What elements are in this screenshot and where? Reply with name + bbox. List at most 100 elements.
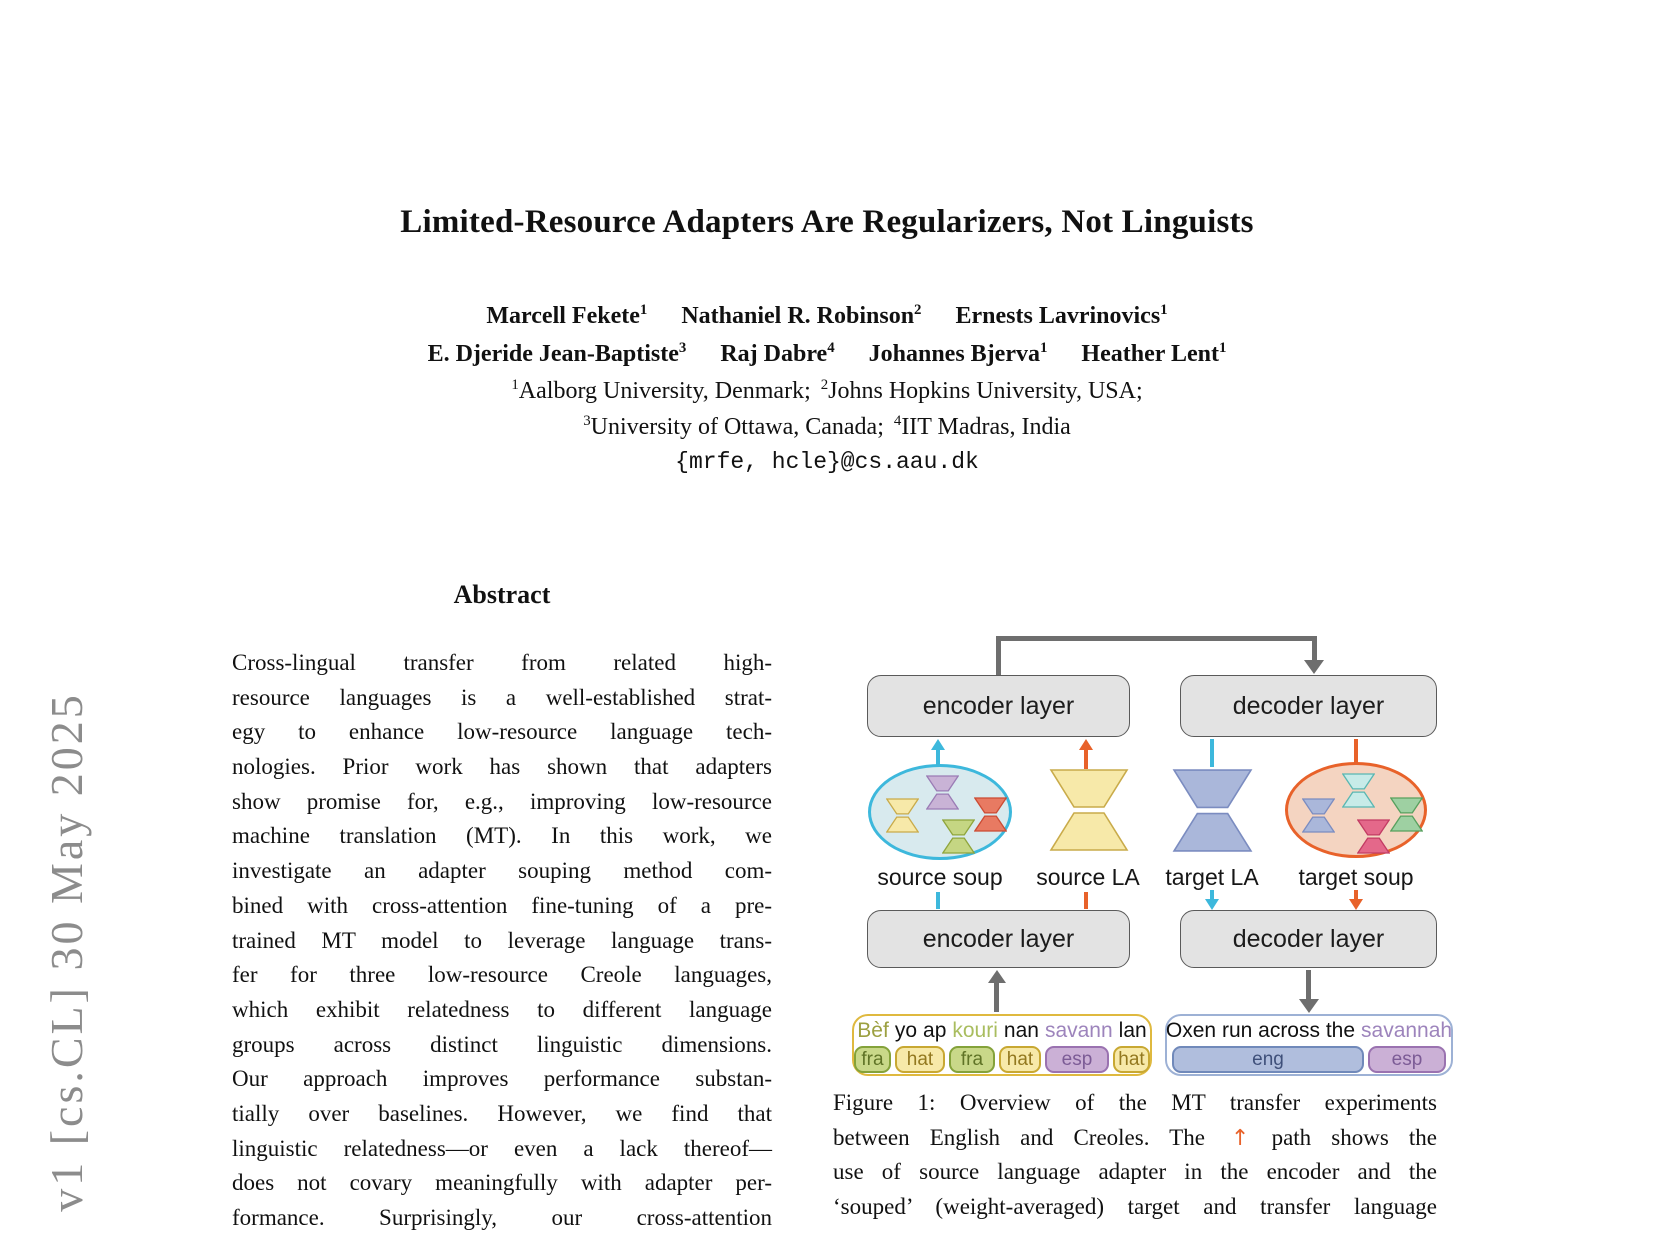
- abstract-heading: Abstract: [453, 580, 551, 609]
- word-bef: Bèf: [857, 1019, 889, 1042]
- affiliation: 4IIT Madras, India: [893, 413, 1071, 440]
- source-la-adapter-icon: [1049, 769, 1129, 851]
- abstract-line: formance. Surprisingly, our cross-attent…: [232, 1205, 772, 1230]
- word: lan: [1118, 1019, 1147, 1042]
- abstract-line: does not covary meaningfully with adapte…: [232, 1170, 772, 1196]
- author: E. Djeride Jean-Baptiste3: [427, 340, 687, 367]
- word-savannah: savannah: [1361, 1019, 1453, 1042]
- decoder-layer-box-top: decoder layer: [1180, 675, 1437, 737]
- arxiv-stamp: v1 [cs.CL] 30 May 2025: [41, 692, 92, 1212]
- arrow-up-cyan-icon: [931, 739, 945, 750]
- word-kouri: kouri: [952, 1019, 998, 1042]
- arrow-down-cyan-icon: [1210, 890, 1214, 901]
- source-language-tags: fra hat fra hat esp hat: [854, 1046, 1150, 1073]
- lang-tag-eng: eng: [1172, 1046, 1364, 1073]
- abstract-line: Our approach improves performance substa…: [232, 1066, 772, 1092]
- arrow-up-gray-icon: [994, 982, 999, 1012]
- connector-encoder-to-decoder: [996, 636, 1001, 676]
- adapter-icon: [1342, 773, 1375, 808]
- line-cyan: [1210, 739, 1214, 767]
- abstract-line: egy to enhance low-resource language tec…: [232, 719, 772, 745]
- abstract-line: linguistic relatedness—or even a lack th…: [232, 1135, 772, 1161]
- abstract-line: show promise for, e.g., improving low-re…: [232, 788, 772, 814]
- word: nan: [1003, 1019, 1039, 1042]
- line-orange: [1354, 739, 1358, 763]
- lang-tag-fra: fra: [949, 1046, 995, 1073]
- abstract-line: nologies. Prior work has shown that adap…: [232, 754, 772, 780]
- abstract-text: Cross-lingual transfer from related high…: [232, 646, 772, 1236]
- target-soup-ellipse: [1285, 762, 1427, 858]
- abstract-line: Cross-lingual transfer from related high…: [232, 650, 772, 675]
- adapter-icon: [1302, 798, 1335, 833]
- lang-tag-hat: hat: [999, 1046, 1041, 1073]
- source-sentence: Bèf yo ap kouri nan savann lan: [854, 1016, 1150, 1046]
- abstract-line: groups across distinct linguistic dimens…: [232, 1031, 772, 1057]
- line-cyan: [936, 892, 940, 909]
- affiliations-line-1: 1Aalborg University, Denmark; 2Johns Hop…: [0, 378, 1654, 405]
- abstract-line: machine translation (MT). In this work, …: [232, 823, 772, 849]
- target-la-label: target LA: [1165, 864, 1259, 890]
- caption-line: between English and Creoles. The ↑ path …: [833, 1124, 1437, 1151]
- arrow-down-orange-icon: [1349, 899, 1363, 910]
- adapter-icon: [886, 798, 919, 833]
- affiliation: 3University of Ottawa, Canada;: [583, 413, 884, 440]
- caption-line: use of source language adapter in the en…: [833, 1159, 1437, 1184]
- abstract-line: resource languages is a well-established…: [232, 684, 772, 710]
- target-soup-label: target soup: [1298, 864, 1414, 890]
- paper-title: Limited-Resource Adapters Are Regularize…: [400, 204, 1254, 240]
- target-la-adapter-icon: [1172, 769, 1253, 852]
- word: ap: [923, 1019, 947, 1042]
- author: Raj Dabre4: [720, 340, 835, 367]
- caption-line: ‘souped’ (weight-averaged) target and tr…: [833, 1193, 1437, 1219]
- affiliation: 2Johns Hopkins University, USA;: [820, 377, 1143, 404]
- abstract-line: investigate an adapter souping method co…: [232, 858, 772, 884]
- decoder-layer-box-bottom: decoder layer: [1180, 910, 1437, 968]
- author: Heather Lent1: [1081, 340, 1227, 367]
- target-language-tags: eng esp: [1167, 1046, 1451, 1073]
- target-sentence-box: Oxen run across the savannah eng esp: [1165, 1014, 1453, 1076]
- word-savann: savann: [1044, 1019, 1113, 1042]
- adapter-icon: [942, 819, 975, 854]
- connector-encoder-to-decoder: [996, 636, 1317, 641]
- word: yo: [894, 1019, 918, 1042]
- adapter-icon: [1390, 797, 1423, 832]
- author: Johannes Bjerva1: [868, 340, 1048, 367]
- source-soup-ellipse: [868, 764, 1012, 860]
- lang-tag-hat: hat: [1113, 1046, 1150, 1073]
- lang-tag-esp: esp: [1045, 1046, 1109, 1073]
- connector-encoder-to-decoder: [1312, 636, 1317, 662]
- abstract-line: trained MT model to leverage language tr…: [232, 927, 772, 953]
- lang-tag-esp: esp: [1368, 1046, 1446, 1073]
- encoder-layer-label: encoder layer: [922, 924, 1075, 953]
- abstract-line: tially over baselines. However, we find …: [232, 1100, 772, 1126]
- caption-line: Figure 1: Overview of the MT transfer ex…: [833, 1090, 1437, 1115]
- arrow-down-gray-icon: [1306, 970, 1311, 1000]
- arrowhead-down-icon: [1304, 660, 1324, 674]
- authors-line-2: E. Djeride Jean-Baptiste3 Raj Dabre4 Joh…: [0, 341, 1654, 368]
- arrow-down-cyan-icon: [1205, 899, 1219, 910]
- encoder-layer-label: encoder layer: [922, 691, 1075, 720]
- lang-tag-hat: hat: [895, 1046, 945, 1073]
- adapter-icon: [926, 775, 959, 810]
- adapter-icon: [974, 797, 1007, 832]
- contact-email: {mrfe, hcle}@cs.aau.dk: [675, 449, 979, 475]
- arrow-down-orange-icon: [1354, 890, 1358, 901]
- arrow-up-gray-icon: [988, 970, 1006, 983]
- adapter-icon: [1357, 819, 1390, 854]
- source-sentence-box: Bèf yo ap kouri nan savann lan fra hat f…: [852, 1014, 1152, 1076]
- decoder-layer-label: decoder layer: [1232, 691, 1385, 720]
- affiliation: 1Aalborg University, Denmark;: [511, 377, 811, 404]
- encoder-layer-box-bottom: encoder layer: [867, 910, 1130, 968]
- encoder-layer-box-top: encoder layer: [867, 675, 1130, 737]
- figure-caption: Figure 1: Overview of the MT transfer ex…: [833, 1086, 1437, 1224]
- abstract-line: bined with cross-attention fine-tuning o…: [232, 892, 772, 918]
- arrow-up-orange-icon: [1084, 749, 1088, 769]
- author: Nathaniel R. Robinson2: [681, 302, 922, 329]
- orange-up-arrow-glyph: ↑: [1231, 1125, 1250, 1151]
- sentence-prefix: Oxen run across the: [1165, 1019, 1356, 1042]
- source-soup-label: source soup: [877, 864, 1003, 890]
- target-sentence: Oxen run across the savannah: [1165, 1016, 1453, 1046]
- affiliations-line-2: 3University of Ottawa, Canada; 4IIT Madr…: [0, 414, 1654, 441]
- abstract-line: fer for three low-resource Creole langua…: [232, 962, 772, 988]
